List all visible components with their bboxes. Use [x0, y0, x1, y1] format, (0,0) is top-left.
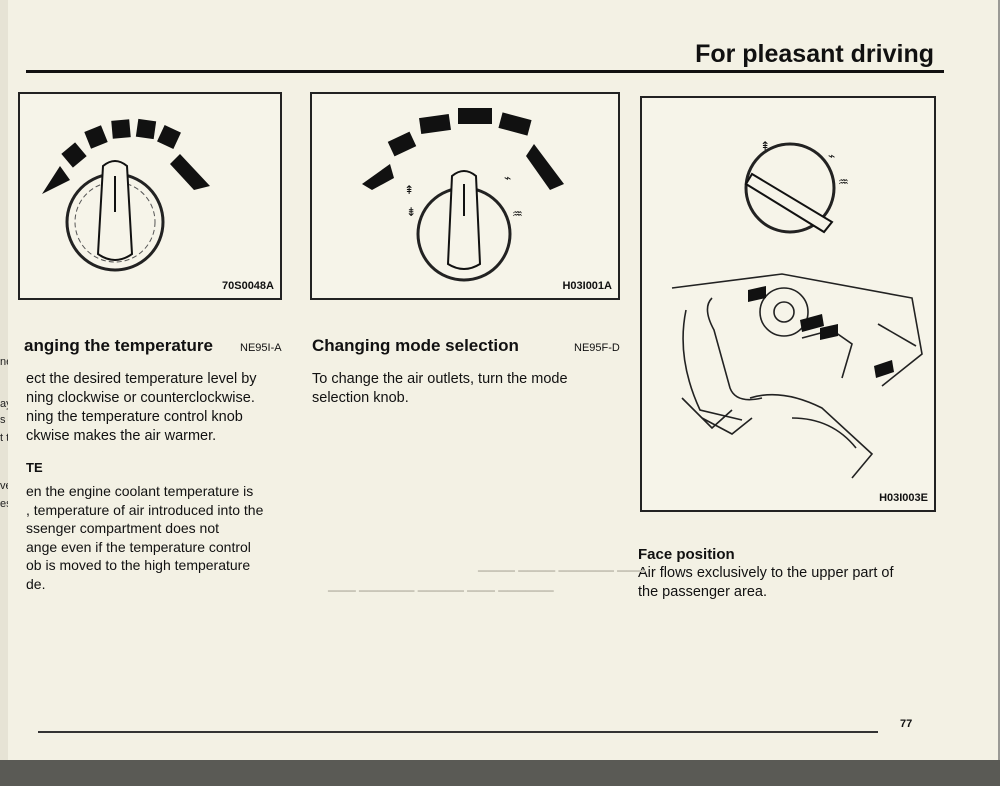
- text-line: en the engine coolant temperature is: [26, 483, 254, 499]
- text-line: ob is moved to the high temperature: [26, 557, 251, 573]
- face-vent-icon: ⇞: [760, 139, 770, 153]
- figure-code: 70S0048A: [222, 280, 274, 292]
- text-line: To change the air outlets, turn the mode: [312, 371, 568, 387]
- arrow-right-icon: [526, 144, 564, 190]
- scale-segment: [61, 142, 87, 168]
- show-through-text: ▁▁▁▁▁▁ ▁▁▁ ▁▁▁▁▁ ▁▁▁▁▁▁ ▁▁▁: [328, 578, 554, 592]
- text-line: , temperature of air introduced into the: [26, 501, 264, 518]
- header-rule: [26, 70, 944, 73]
- face-position-illustration: ⇞ ⌁ ♒: [671, 139, 923, 479]
- defrost-icon: ♒: [512, 207, 523, 221]
- scale-segment: [84, 125, 108, 149]
- arrow-left-icon: [362, 164, 394, 190]
- arrow-right-icon: [170, 154, 210, 190]
- car-interior-drawing: [671, 273, 923, 479]
- mode-paragraph: To change the air outlets, turn the mode…: [312, 370, 622, 408]
- page-header-title: For pleasant driving: [695, 40, 934, 68]
- text-line: Air flows exclusively to the upper part …: [638, 565, 894, 581]
- bi-level-icon: ⇟: [406, 205, 416, 219]
- knob-handle: [446, 170, 482, 270]
- air-flow-arrow-icon: [800, 314, 824, 332]
- figure-code: H03I003E: [879, 492, 928, 504]
- section-title-mode: Changing mode selection: [312, 336, 519, 355]
- section-code: NE95I-A: [240, 342, 282, 354]
- air-flow-arrow-icon: [748, 286, 766, 302]
- show-through-text: ▁▁▁ ▁▁▁▁▁▁ ▁▁▁▁ ▁▁▁▁: [478, 558, 645, 572]
- section-title-temperature: anging the temperature: [24, 336, 213, 355]
- mode-knob-illustration: ⇞ ⇟ ⌁ ♒: [362, 108, 564, 282]
- text-line: ning the temperature control knob: [26, 409, 243, 425]
- footer-rule: [38, 731, 878, 733]
- section-code: NE95F-D: [574, 342, 620, 354]
- scale-segment: [135, 118, 157, 140]
- air-flow-arrow-icon: [820, 324, 838, 340]
- face-paragraph: Air flows exclusively to the upper part …: [638, 564, 938, 602]
- knob-handle: [744, 172, 834, 234]
- text-line: ssenger compartment does not: [26, 520, 219, 536]
- manual-page: For pleasant driving 70S0048A: [8, 0, 998, 770]
- air-flow-arrow-icon: [874, 360, 894, 378]
- temperature-paragraph: ect the desired temperature level by nin…: [26, 370, 288, 446]
- figure-face-position: ⇞ ⌁ ♒ H03I003E: [640, 96, 936, 512]
- text-line: ckwise makes the air warmer.: [26, 428, 217, 444]
- text-line: ect the desired temperature level by: [26, 371, 257, 387]
- arrow-left-icon: [42, 166, 70, 194]
- page-number: 77: [900, 718, 913, 730]
- defrost-icon: ♒: [838, 175, 849, 189]
- page-bottom-shadow: [0, 760, 1000, 786]
- foot-vent-icon: ⌁: [504, 171, 511, 185]
- figure-temperature-knob: 70S0048A: [18, 92, 282, 300]
- temperature-knob-illustration: [42, 118, 210, 272]
- text-line: de.: [26, 575, 46, 592]
- scale-segment: [157, 125, 181, 149]
- section-title-face: Face position: [638, 546, 735, 563]
- face-vent-icon: ⇞: [404, 183, 414, 197]
- figure-mode-knob: ⇞ ⇟ ⌁ ♒ H03I001A: [310, 92, 620, 300]
- figure-code: H03I001A: [562, 280, 612, 292]
- text-line: the passenger area.: [638, 584, 767, 600]
- note-heading: TE: [26, 460, 43, 475]
- text-line: selection knob.: [312, 390, 409, 406]
- text-line: ange even if the temperature control: [26, 538, 251, 555]
- note-paragraph: en the engine coolant temperature is , t…: [26, 482, 288, 593]
- foot-vent-icon: ⌁: [828, 149, 835, 163]
- scale-segment: [111, 119, 131, 139]
- text-line: ning clockwise or counterclockwise.: [26, 390, 255, 406]
